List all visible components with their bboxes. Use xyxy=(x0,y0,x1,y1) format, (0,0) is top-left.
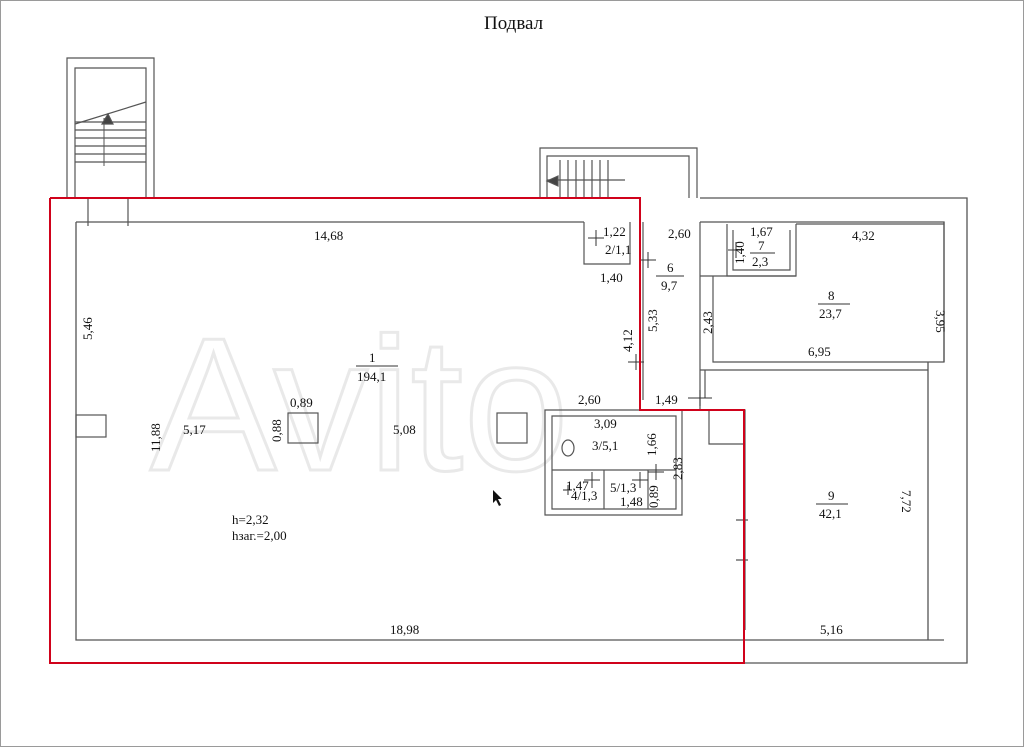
dim-1-47: 1,47 xyxy=(566,478,589,493)
dim-2-43: 2,43 xyxy=(700,311,715,334)
room-5-label: 5/1,3 xyxy=(610,480,636,495)
dim-2-83: 2,83 xyxy=(670,457,685,480)
plan-title: Подвал xyxy=(484,13,544,34)
dim-6-95: 6,95 xyxy=(808,344,831,359)
dim-1-22: 1,22 xyxy=(603,224,626,239)
room-4-label: 4/1,3 xyxy=(571,488,597,503)
watermark: Avito xyxy=(150,299,569,511)
room-8-number: 8 xyxy=(828,288,835,303)
dim-0-88: 0,88 xyxy=(269,419,284,442)
room-labels: 1 194,1 2/1,1 3/5,1 4/1,3 5/1,3 6 9,7 7 … xyxy=(356,238,850,521)
dim-5-17: 5,17 xyxy=(183,422,206,437)
dim-1-66: 1,66 xyxy=(644,433,659,456)
dim-5-46: 5,46 xyxy=(80,317,95,340)
dim-11-88: 11,88 xyxy=(148,423,163,452)
room-3-label: 3/5,1 xyxy=(592,438,618,453)
ceiling-height-zag-note: hзаг.=2,00 xyxy=(232,528,287,543)
dim-3-95: 3,95 xyxy=(933,310,948,333)
staircase-left xyxy=(66,57,155,226)
room-9-number: 9 xyxy=(828,488,835,503)
dim-2-60-a: 2,60 xyxy=(668,226,691,241)
dimension-ticks xyxy=(584,230,744,488)
room-7-number: 7 xyxy=(758,238,765,253)
room-1-area: 194,1 xyxy=(357,369,386,384)
room-6-number: 6 xyxy=(667,260,674,275)
dim-5-16: 5,16 xyxy=(820,622,843,637)
dim-4-12: 4,12 xyxy=(620,329,635,352)
columns xyxy=(75,412,528,444)
dim-5-33: 5,33 xyxy=(645,309,660,332)
mouse-cursor-icon xyxy=(493,490,502,506)
dim-2-60-b: 2,60 xyxy=(578,392,601,407)
dim-14-68: 14,68 xyxy=(314,228,343,243)
dimension-labels: 14,68 5,46 11,88 5,17 0,88 0,89 5,08 18,… xyxy=(80,224,948,637)
rented-area-outline xyxy=(49,197,745,664)
staircase-right xyxy=(539,147,698,198)
dim-1-40-b: 1,40 xyxy=(732,241,747,264)
dim-18-98: 18,98 xyxy=(390,622,419,637)
dim-3-09: 3,09 xyxy=(594,416,617,431)
dim-1-40-a: 1,40 xyxy=(600,270,623,285)
room-6-area: 9,7 xyxy=(661,278,678,293)
room-8-area: 23,7 xyxy=(819,306,842,321)
dim-0-89-b: 0,89 xyxy=(646,485,661,508)
internal-walls xyxy=(583,222,945,630)
dim-1-49: 1,49 xyxy=(655,392,678,407)
room-1-number: 1 xyxy=(369,350,376,365)
room-7-area: 2,3 xyxy=(752,254,768,269)
room-9-area: 42,1 xyxy=(819,506,842,521)
dim-0-89: 0,89 xyxy=(290,395,313,410)
room-2-label: 2/1,1 xyxy=(605,242,631,257)
wc-block xyxy=(544,409,683,516)
ceiling-height-note: h=2,32 xyxy=(232,512,269,527)
dim-4-32: 4,32 xyxy=(852,228,875,243)
dim-1-48: 1,48 xyxy=(620,494,643,509)
dim-5-08: 5,08 xyxy=(393,422,416,437)
dim-1-67: 1,67 xyxy=(750,224,773,239)
dim-7-72: 7,72 xyxy=(899,490,914,513)
